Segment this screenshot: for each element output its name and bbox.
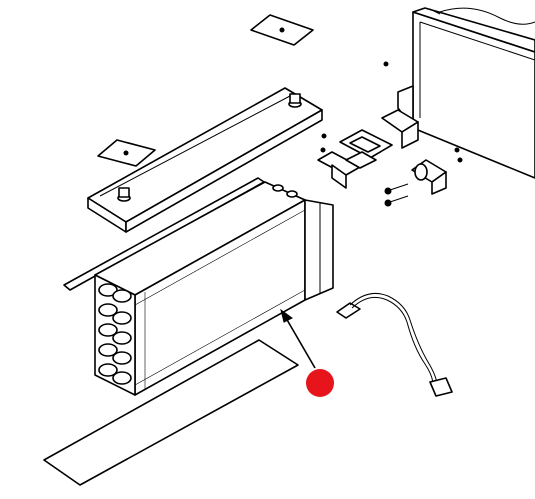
cover-plate [250,14,314,46]
red-dot-marker[interactable] [306,369,334,397]
fasteners [320,61,463,207]
coil-tube-bends [98,283,132,385]
thermostat-probe-cable [336,293,453,397]
mounting-bracket [317,109,447,195]
evaporator-coil [94,181,334,396]
cabinet-wall [397,7,535,179]
bottom-pad [43,339,299,486]
top-cover [87,87,323,233]
square-gasket [97,139,156,167]
callout-arrow [280,308,316,369]
